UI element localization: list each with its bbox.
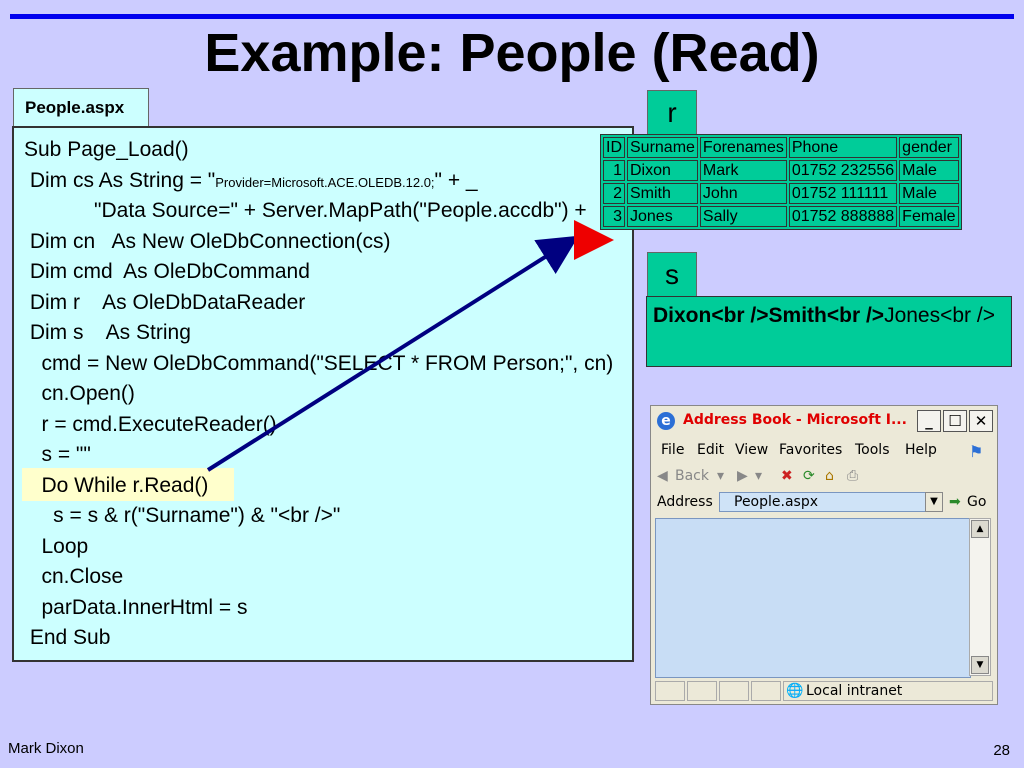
table-cell: 01752 111111 <box>788 183 898 204</box>
status-cell <box>719 681 749 701</box>
forward-dropdown-icon[interactable]: ▾ <box>755 468 763 484</box>
browser-titlebar: e Address Book - Microsoft I... _ ☐ ✕ <box>651 406 997 436</box>
menu-tools[interactable]: Tools <box>855 442 890 458</box>
status-cell <box>687 681 717 701</box>
table-cell: John <box>699 183 787 204</box>
title-underline <box>10 14 1014 19</box>
table-cell: Dixon <box>627 160 698 181</box>
status-zone-cell: 🌐 Local intranet <box>783 681 993 701</box>
status-cell <box>655 681 685 701</box>
table-cell: 2 <box>603 183 625 204</box>
page-content-area[interactable] <box>655 518 971 678</box>
code-tab-label: People.aspx <box>13 88 149 126</box>
r-box-label: r <box>647 90 697 134</box>
table-row: 1 Dixon Mark 01752 232556 Male <box>603 160 959 181</box>
menu-view[interactable]: View <box>735 442 769 458</box>
table-cell: 3 <box>603 206 625 227</box>
table-cell: Sally <box>699 206 787 227</box>
code-line: cn.Close <box>24 565 124 588</box>
ie-logo-icon: e <box>657 412 675 430</box>
vertical-scrollbar[interactable]: ▲ ▼ <box>969 518 991 676</box>
scroll-down-icon[interactable]: ▼ <box>971 656 989 674</box>
address-dropdown-icon[interactable]: ▼ <box>925 492 943 512</box>
s-value-bold: Dixon<br />Smith<br /> <box>653 304 885 327</box>
code-line: End Sub <box>24 626 111 649</box>
code-panel: Sub Page_Load() Dim cs As String = "Prov… <box>12 126 634 662</box>
menu-help[interactable]: Help <box>905 442 937 458</box>
code-line: Dim r As OleDbDataReader <box>24 291 306 314</box>
refresh-icon[interactable]: ⟳ <box>803 468 815 484</box>
menu-file[interactable]: File <box>661 442 685 458</box>
column-header: gender <box>899 137 959 158</box>
home-icon[interactable]: ⌂ <box>825 468 834 484</box>
s-value-box: Dixon<br />Smith<br />Jones<br /> <box>646 296 1012 367</box>
code-line: Loop <box>24 535 89 558</box>
table-cell: 1 <box>603 160 625 181</box>
forward-arrow-icon[interactable]: ▶ <box>737 468 748 484</box>
code-line: Sub Page_Load() <box>24 138 189 161</box>
code-line: parData.InnerHtml = s <box>24 596 248 619</box>
address-bar: Address People.aspx ▼ ➡ Go <box>651 490 997 516</box>
code-line: r = cmd.ExecuteReader() <box>24 413 277 436</box>
menu-favorites[interactable]: Favorites <box>779 442 843 458</box>
code-line: Do While r.Read() <box>24 474 209 497</box>
s-value-rest: Jones<br /> <box>884 304 995 327</box>
address-input[interactable]: People.aspx <box>719 492 943 512</box>
print-icon[interactable]: ⎙ <box>847 468 859 484</box>
s-box-label: s <box>647 252 697 296</box>
table-cell: 01752 232556 <box>788 160 898 181</box>
table-row: 2 Smith John 01752 111111 Male <box>603 183 959 204</box>
table-row: 3 Jones Sally 01752 888888 Female <box>603 206 959 227</box>
code-line: s = s & r("Surname") & "<br />" <box>24 504 341 527</box>
code-line: Dim s As String <box>24 321 191 344</box>
status-cell <box>751 681 781 701</box>
table-cell: Male <box>899 183 959 204</box>
code-line: cmd = New OleDbCommand("SELECT * FROM Pe… <box>24 352 614 375</box>
code-line: cn.Open() <box>24 382 135 405</box>
maximize-button[interactable]: ☐ <box>943 410 967 432</box>
scroll-up-icon[interactable]: ▲ <box>971 520 989 538</box>
code-line: Dim cn As New OleDbConnection(cs) <box>24 230 391 253</box>
address-label: Address <box>657 494 713 510</box>
back-dropdown-icon[interactable]: ▾ <box>717 468 725 484</box>
intranet-globe-icon: 🌐 <box>786 683 804 699</box>
table-cell: Mark <box>699 160 787 181</box>
page-number: 28 <box>993 742 1010 759</box>
pointer-arrow <box>206 235 579 472</box>
slide-title: Example: People (Read) <box>204 23 820 83</box>
toolbar: ◀ Back ▾ ▶ ▾ ✖ ⟳ ⌂ ⎙ <box>651 464 997 488</box>
table-cell: Male <box>899 160 959 181</box>
column-header: ID <box>603 137 625 158</box>
code-line: Dim cs As String = "Provider=Microsoft.A… <box>24 169 478 192</box>
table-header-row: ID Surname Forenames Phone gender <box>603 137 959 158</box>
browser-window: e Address Book - Microsoft I... _ ☐ ✕ Fi… <box>650 405 998 705</box>
minimize-button[interactable]: _ <box>917 410 941 432</box>
table-cell: Smith <box>627 183 698 204</box>
table-cell: Jones <box>627 206 698 227</box>
r-records-table: ID Surname Forenames Phone gender 1 Dixo… <box>600 134 962 230</box>
back-arrow-icon[interactable]: ◀ <box>657 468 668 484</box>
column-header: Phone <box>788 137 898 158</box>
highlight-do-while <box>22 468 234 501</box>
windows-flag-icon: ⚑ <box>969 442 984 461</box>
menu-bar: File Edit View Favorites Tools Help ⚑ <box>651 438 997 462</box>
column-header: Forenames <box>699 137 787 158</box>
code-line: Dim cmd As OleDbCommand <box>24 260 310 283</box>
code-line: "Data Source=" + Server.MapPath("People.… <box>24 199 587 222</box>
footer-author: Mark Dixon <box>8 740 84 757</box>
go-button[interactable]: Go <box>967 494 987 510</box>
table-cell: Female <box>899 206 959 227</box>
column-header: Surname <box>627 137 698 158</box>
close-button[interactable]: ✕ <box>969 410 993 432</box>
menu-edit[interactable]: Edit <box>697 442 725 458</box>
browser-title: Address Book - Microsoft I... <box>683 412 907 428</box>
go-arrow-icon[interactable]: ➡ <box>949 494 961 510</box>
status-bar: 🌐 Local intranet <box>651 678 997 704</box>
stop-icon[interactable]: ✖ <box>781 468 793 484</box>
table-cell: 01752 888888 <box>788 206 898 227</box>
code-line: s = "" <box>24 443 91 466</box>
back-button[interactable]: Back <box>675 468 709 484</box>
status-zone: Local intranet <box>806 683 903 699</box>
